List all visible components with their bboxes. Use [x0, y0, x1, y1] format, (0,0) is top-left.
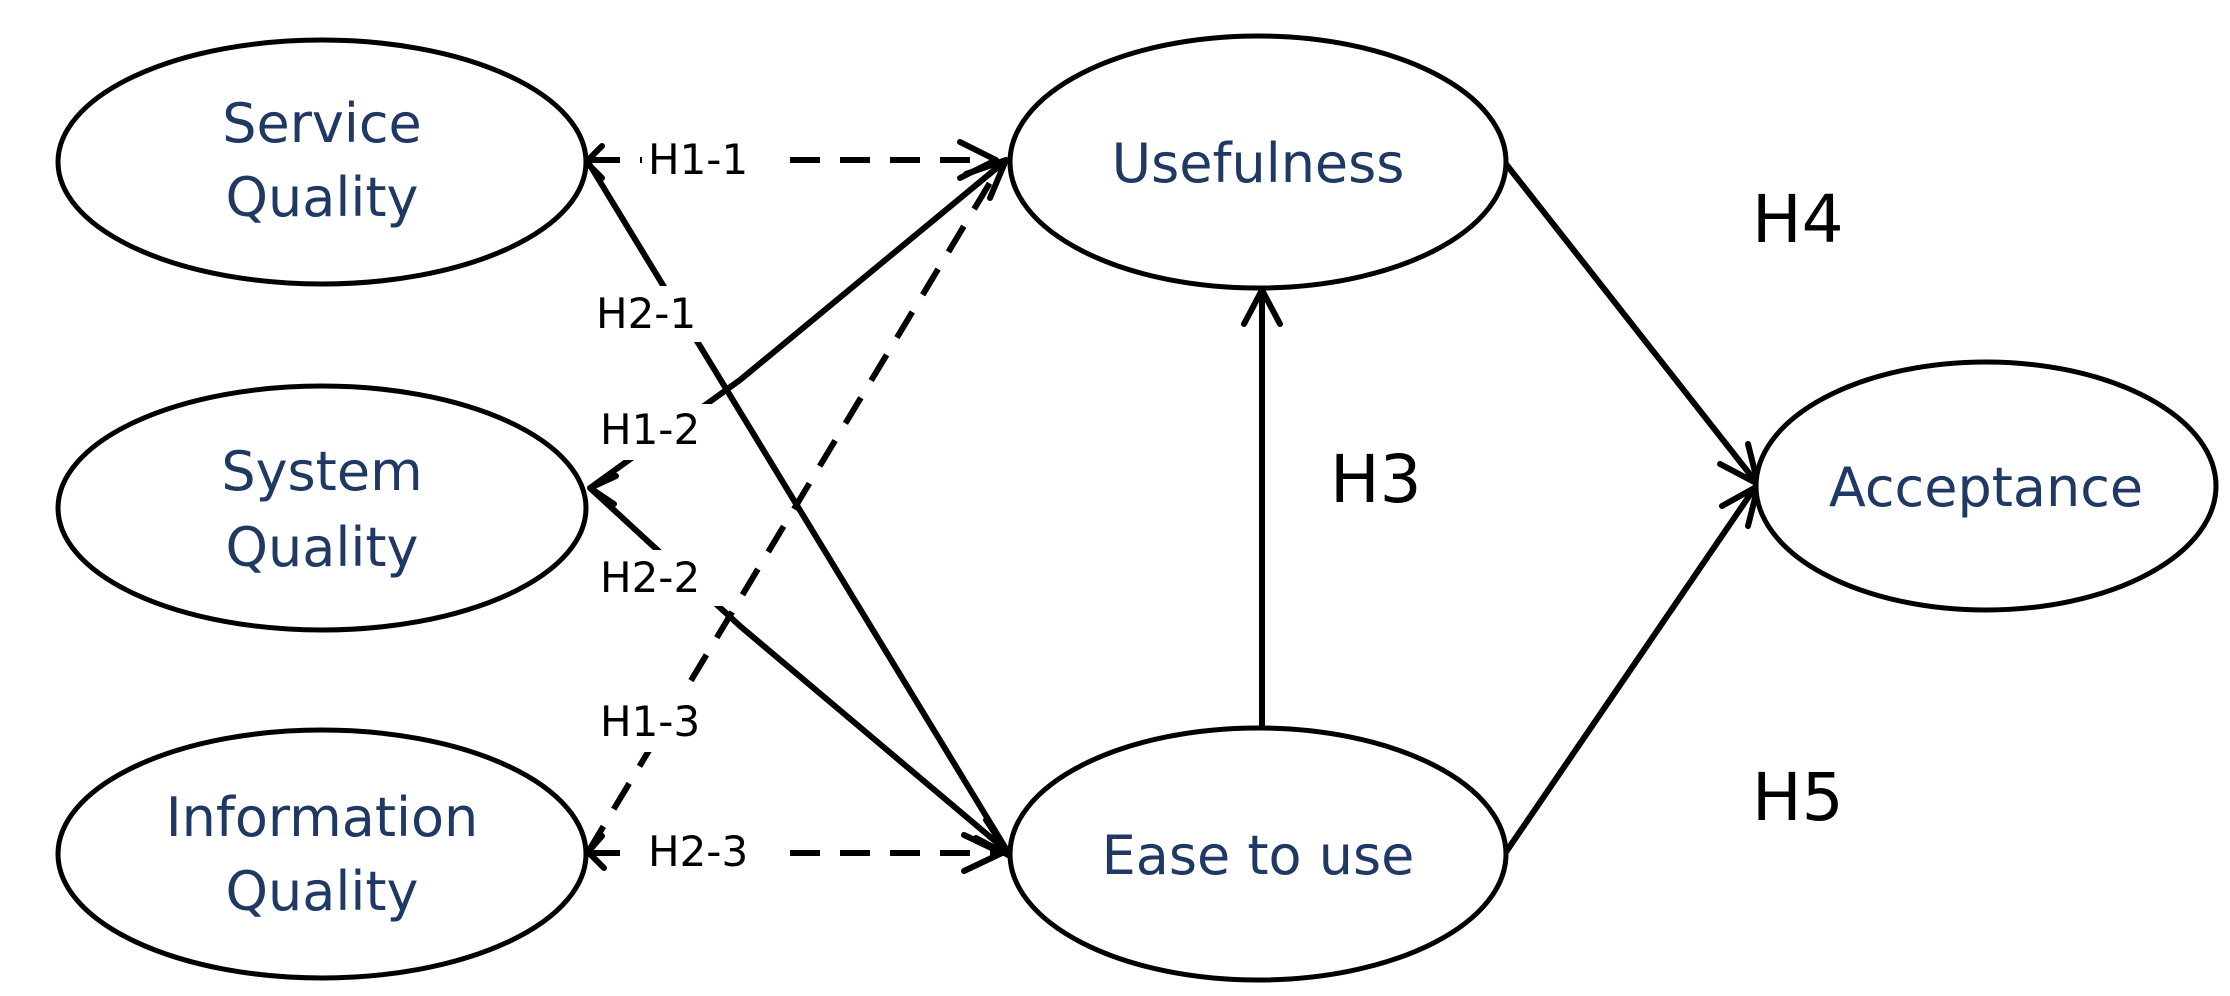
node-system-quality: System Quality: [55, 383, 589, 633]
edge-h3: [1241, 287, 1283, 730]
edge-label-h1-1: H1-1: [648, 135, 748, 184]
hypothesis-label-h4: H4: [1752, 181, 1844, 258]
system-quality-line-2: Quality: [226, 516, 419, 579]
edge-h2-2: [587, 485, 1010, 855]
node-acceptance: Acceptance: [1753, 359, 2219, 613]
node-information-quality: Information Quality: [55, 727, 589, 981]
usefulness-label: Usefulness: [1112, 132, 1405, 195]
service-quality-line-1: Service: [222, 92, 422, 155]
hypothesis-label-h5: H5: [1752, 759, 1844, 836]
node-service-quality: Service Quality: [55, 37, 589, 287]
information-quality-line-1: Information: [166, 786, 479, 849]
system-quality-tick: [587, 473, 619, 507]
hypothesis-label-h3: H3: [1330, 441, 1422, 518]
information-quality-line-2: Quality: [226, 860, 419, 923]
node-usefulness: Usefulness: [1007, 33, 1509, 291]
edge-label-h1-2: H1-2: [600, 405, 700, 454]
system-quality-line-1: System: [221, 440, 422, 503]
edge-label-h1-3: H1-3: [600, 697, 700, 746]
acceptance-label: Acceptance: [1829, 456, 2143, 519]
edge-label-h2-1: H2-1: [596, 289, 696, 338]
edge-h1-3: [585, 164, 1003, 854]
edge-h5: [1503, 483, 1761, 854]
ease-to-use-label: Ease to use: [1102, 824, 1415, 887]
edge-h4: [1503, 162, 1761, 487]
node-ease-to-use: Ease to use: [1007, 725, 1509, 983]
edge-label-h2-2: H2-2: [600, 553, 700, 602]
service-quality-line-2: Quality: [226, 166, 419, 229]
edge-label-h2-3: H2-3: [648, 827, 748, 876]
